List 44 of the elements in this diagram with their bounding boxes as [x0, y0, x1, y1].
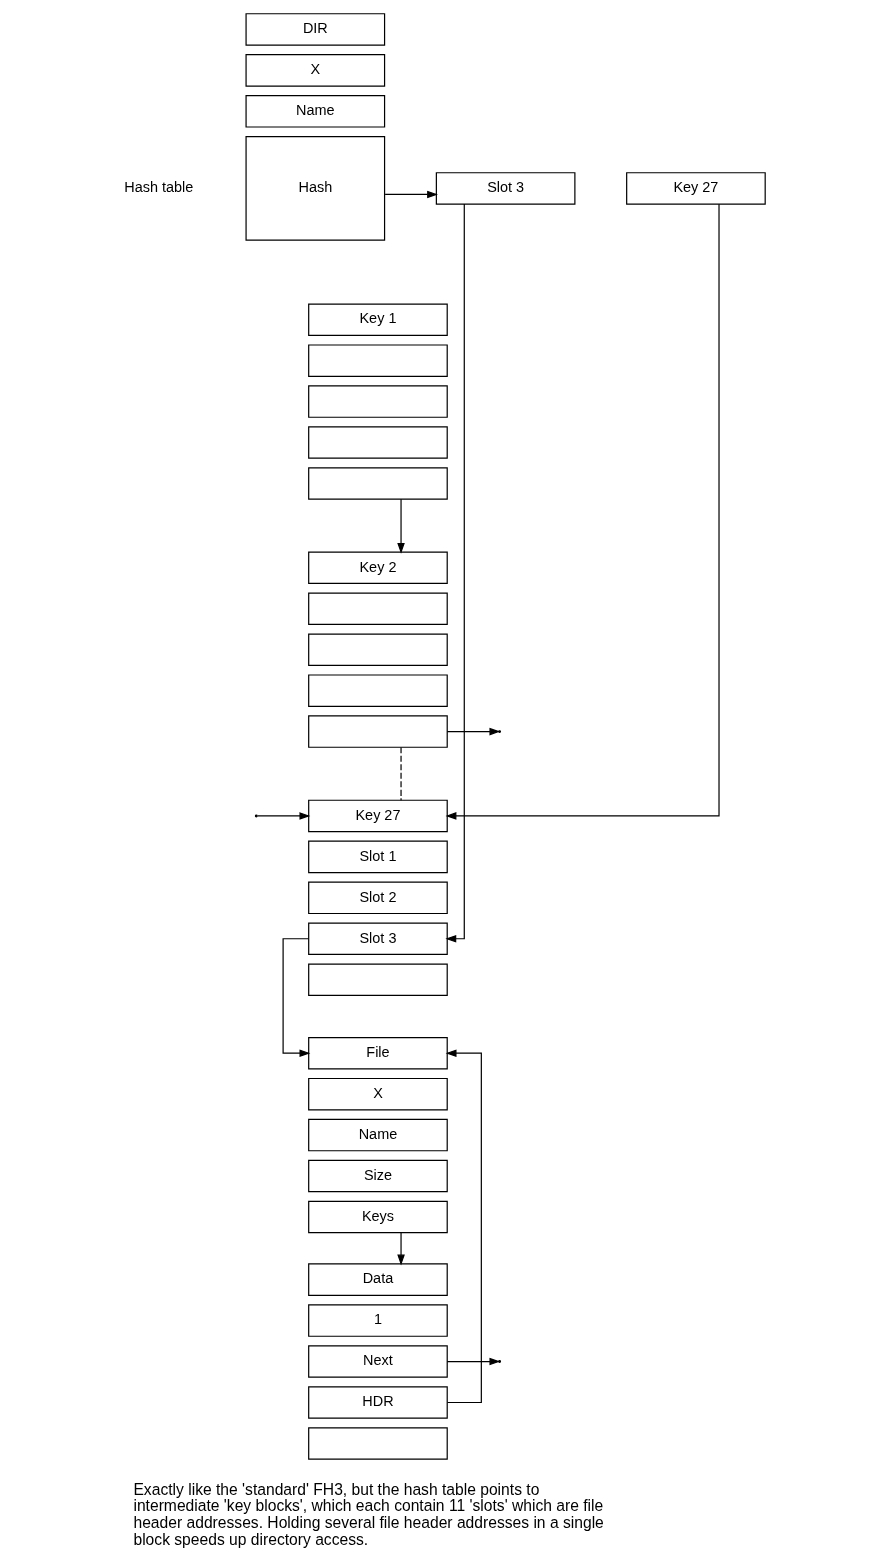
arrow	[445, 203, 720, 820]
node-box: Slot 3	[435, 172, 576, 205]
node-box: X	[245, 54, 386, 87]
arrow	[257, 812, 311, 820]
node-box	[308, 1427, 448, 1460]
arrow	[397, 498, 405, 554]
node-box	[308, 715, 448, 748]
node-box: Slot 1	[308, 840, 448, 874]
arrow	[446, 727, 501, 736]
node-box: Key 27	[626, 172, 766, 205]
caption: Exactly like the 'standard' FH3, but the hash table points to intermediate 'key blocks', which each contain 11 'slots' which are file header addresses. Holding several file header addresses in a single block speeds up directory access.	[133, 1480, 604, 1549]
node-box: Next	[308, 1345, 448, 1378]
arrow	[445, 203, 465, 943]
node-box: DIR	[245, 13, 386, 46]
node-box	[308, 467, 448, 500]
node-box: File	[308, 1036, 448, 1070]
connector	[400, 746, 402, 801]
node-box: 1	[308, 1304, 448, 1337]
node-box: Data	[308, 1263, 448, 1296]
arrow	[397, 1232, 405, 1266]
node-box: Key 2	[308, 551, 448, 585]
node-box	[308, 633, 448, 666]
node-box	[308, 963, 448, 996]
node-box: Name	[245, 95, 386, 128]
node-box: Slot 2	[308, 881, 448, 915]
node-box	[308, 344, 448, 377]
node-box	[308, 674, 448, 707]
node-box	[308, 385, 448, 418]
arrow	[446, 1357, 501, 1366]
node-box: Key 27	[308, 799, 448, 833]
arrow	[384, 190, 438, 199]
arrow	[282, 938, 311, 1057]
node-box	[308, 426, 448, 459]
node-box: Keys	[308, 1200, 448, 1234]
node-box: Size	[308, 1159, 448, 1193]
node-box: Key 1	[308, 303, 448, 336]
label: Hash table	[124, 179, 194, 196]
node-box: X	[308, 1077, 448, 1111]
node-box: Slot 3	[308, 922, 448, 956]
node-box	[308, 592, 448, 625]
node-box: HDR	[308, 1386, 448, 1419]
arrow	[445, 1049, 482, 1404]
node-box: Hash	[245, 136, 386, 241]
node-box: Name	[308, 1118, 448, 1152]
